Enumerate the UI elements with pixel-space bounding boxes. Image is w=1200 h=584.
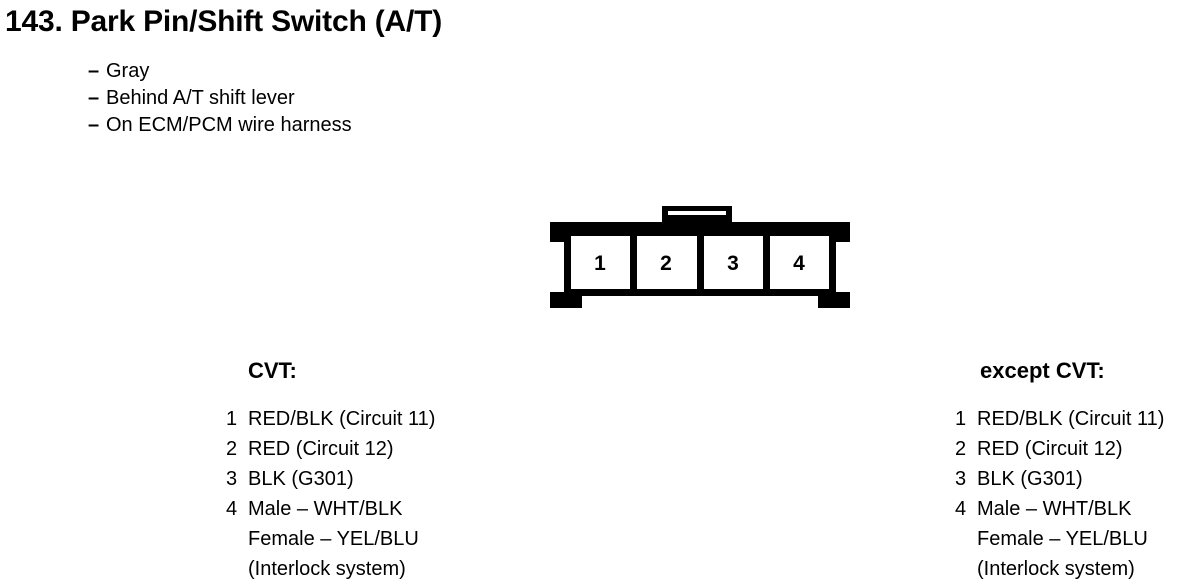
pin-description: RED/BLK (Circuit 11) bbox=[248, 404, 435, 434]
pin-description-line: (Interlock system) bbox=[248, 558, 406, 580]
bullet-dash-icon: – bbox=[88, 60, 100, 82]
pin-row: 2 RED (Circuit 12) bbox=[955, 434, 1200, 464]
pin-row: 1 RED/BLK (Circuit 11) bbox=[226, 404, 646, 434]
connector-cavities bbox=[564, 229, 836, 296]
cavity-number-4: 4 bbox=[793, 252, 805, 275]
connector-diagram: 1 2 3 4 bbox=[540, 196, 860, 316]
pin-description-line: Female – YEL/BLU bbox=[248, 528, 419, 550]
pin-description: BLK (G301) bbox=[248, 464, 354, 494]
bullet-dash-icon: – bbox=[88, 114, 100, 136]
pin-description-line: RED/BLK (Circuit 11) bbox=[248, 408, 436, 430]
pin-number: 1 bbox=[226, 408, 238, 430]
connector-latch-icon bbox=[662, 206, 732, 223]
pin-description-line: BLK (G301) bbox=[977, 468, 1083, 490]
note-item: – Gray bbox=[88, 58, 608, 85]
pin-row: 3 BLK (G301) bbox=[226, 464, 646, 494]
page-title: 143. Park Pin/Shift Switch (A/T) bbox=[5, 5, 443, 38]
note-text: On ECM/PCM wire harness bbox=[106, 114, 352, 136]
note-item: – Behind A/T shift lever bbox=[88, 85, 608, 112]
pin-description: Male – WHT/BLK Female – YEL/BLU (Interlo… bbox=[248, 494, 419, 584]
pin-number: 3 bbox=[955, 468, 967, 490]
pin-row: 4 Male – WHT/BLK Female – YEL/BLU (Inter… bbox=[955, 494, 1200, 584]
pin-description: Male – WHT/BLK Female – YEL/BLU (Interlo… bbox=[977, 494, 1148, 584]
bullet-dash-icon: – bbox=[88, 87, 100, 109]
pin-number: 2 bbox=[226, 438, 238, 460]
pin-description-line: RED (Circuit 12) bbox=[248, 438, 394, 460]
pin-description-line: BLK (G301) bbox=[248, 468, 354, 490]
note-text: Gray bbox=[106, 60, 150, 82]
cavity-number-1: 1 bbox=[594, 252, 606, 275]
pin-list-heading: except CVT: bbox=[980, 358, 1105, 383]
pin-row: 3 BLK (G301) bbox=[955, 464, 1200, 494]
pin-number: 3 bbox=[226, 468, 238, 490]
pin-number: 4 bbox=[226, 498, 238, 520]
pin-description: RED (Circuit 12) bbox=[977, 434, 1123, 464]
pin-row: 4 Male – WHT/BLK Female – YEL/BLU (Inter… bbox=[226, 494, 646, 584]
pin-description: RED (Circuit 12) bbox=[248, 434, 394, 464]
note-text: Behind A/T shift lever bbox=[106, 87, 295, 109]
pin-row: 2 RED (Circuit 12) bbox=[226, 434, 646, 464]
pin-list-except-cvt: except CVT: 1 RED/BLK (Circuit 11) 2 RED… bbox=[955, 358, 1200, 584]
note-item: – On ECM/PCM wire harness bbox=[88, 112, 608, 139]
pin-description-line: RED/BLK (Circuit 11) bbox=[977, 408, 1165, 430]
cavity-number-3: 3 bbox=[727, 252, 739, 275]
pin-list-cvt: CVT: 1 RED/BLK (Circuit 11) 2 RED (Circu… bbox=[226, 358, 646, 584]
pin-list-heading: CVT: bbox=[248, 358, 297, 383]
cavity-number-2: 2 bbox=[660, 252, 672, 275]
pin-description-line: (Interlock system) bbox=[977, 558, 1135, 580]
pin-row: 1 RED/BLK (Circuit 11) bbox=[955, 404, 1200, 434]
pin-number: 4 bbox=[955, 498, 967, 520]
pin-description-line: Male – WHT/BLK bbox=[977, 498, 1132, 520]
pin-number: 1 bbox=[955, 408, 967, 430]
pin-description: RED/BLK (Circuit 11) bbox=[977, 404, 1164, 434]
notes-list: – Gray – Behind A/T shift lever – On ECM… bbox=[88, 58, 608, 139]
pin-description-line: Male – WHT/BLK bbox=[248, 498, 403, 520]
pin-description-line: Female – YEL/BLU bbox=[977, 528, 1148, 550]
pin-description-line: RED (Circuit 12) bbox=[977, 438, 1123, 460]
pin-description: BLK (G301) bbox=[977, 464, 1083, 494]
pin-number: 2 bbox=[955, 438, 967, 460]
